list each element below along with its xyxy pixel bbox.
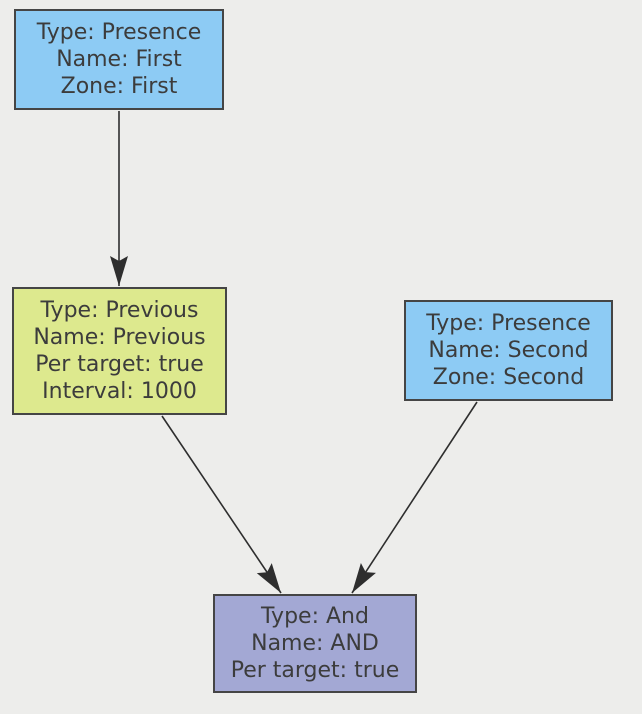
node-label-line: Per target: true <box>35 352 204 377</box>
node-label-line: Type: And <box>261 604 369 629</box>
node-label-line: Type: Previous <box>40 298 199 323</box>
node-label-line: Zone: First <box>60 74 178 99</box>
node-label-line: Name: AND <box>251 631 379 656</box>
node-presence-first: Type: Presence Name: First Zone: First <box>14 9 224 110</box>
node-label-line: Name: First <box>56 47 182 72</box>
node-label-line: Type: Presence <box>36 20 202 45</box>
edge-second-to-and <box>351 401 478 594</box>
node-label-line: Per target: true <box>230 658 400 683</box>
node-presence-second: Type: Presence Name: Second Zone: Second <box>404 300 613 401</box>
edge-previous-to-and <box>161 415 282 594</box>
node-previous: Type: Previous Name: Previous Per target… <box>12 287 227 415</box>
node-label-line: Type: Presence <box>426 311 591 336</box>
node-and: Type: And Name: AND Per target: true <box>213 594 417 693</box>
node-label-line: Name: Previous <box>33 325 206 350</box>
node-label-line: Interval: 1000 <box>42 379 197 404</box>
node-label-line: Zone: Second <box>432 365 585 390</box>
node-label-line: Name: Second <box>428 338 589 363</box>
